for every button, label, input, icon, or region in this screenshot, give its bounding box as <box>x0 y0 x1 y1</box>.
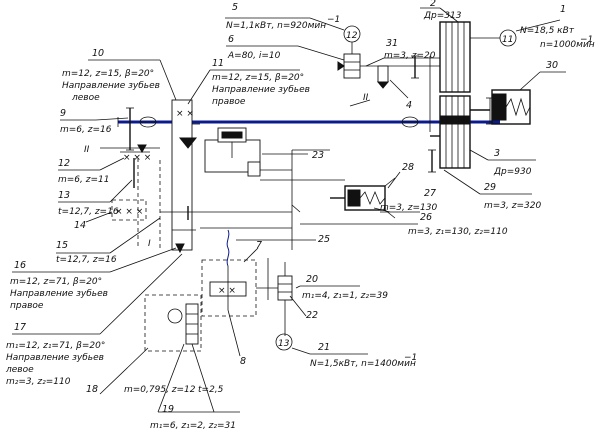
part-10-number: 10 <box>92 48 104 59</box>
part-9-spec: m=6, z=16 <box>60 125 112 135</box>
part-17-dir: Направление зубьев <box>6 353 104 363</box>
part-27-spec: m=3, z=130 <box>380 203 437 213</box>
shaft-label: II <box>363 93 369 103</box>
pulley-2 <box>439 21 471 93</box>
part-18-spec: m=0,795, z=12 <box>124 385 196 395</box>
part-26-number: 26 <box>420 212 432 223</box>
part-19-spec: m₁=6, z₁=2, z₂=31 <box>150 421 236 431</box>
part-13-number: 13 <box>58 190 70 201</box>
part-2-spec: Дp=313 <box>423 11 462 21</box>
bearing-icon <box>139 116 157 128</box>
part-2-number: 2 <box>430 0 436 9</box>
svg-text:× × ×: × × × <box>123 153 151 163</box>
part-11-dir: правое <box>212 97 246 107</box>
part-23-number: 23 <box>312 150 324 161</box>
part-31-spec: m=3, z=20 <box>384 51 436 61</box>
motor-12: 12 <box>343 25 361 43</box>
part-16-dir: Направление зубьев <box>10 289 108 299</box>
part-16-spec: m=12, z=71, β=20° <box>10 277 102 287</box>
unit-18 <box>144 294 202 352</box>
part-12-spec: m=6, z=11 <box>58 175 109 185</box>
part-30-number: 30 <box>546 60 558 71</box>
svg-text:× ×: × × <box>218 286 236 296</box>
motor-13: 13 <box>275 333 293 351</box>
part-10-dir: левое <box>71 93 100 103</box>
part-27-number: 27 <box>424 188 436 199</box>
part-18-spec: t=2,5 <box>198 385 224 395</box>
bearing-icon <box>401 116 419 128</box>
part-20-spec: m₁=4, z₁=1, z₂=39 <box>302 291 388 301</box>
gearbox-housing-10 <box>171 99 193 251</box>
part-17-spec: m₂=3, z₂=110 <box>6 377 71 387</box>
part-25-number: 25 <box>318 234 330 245</box>
part-7-number: 7 <box>256 240 262 251</box>
part-11-number: 11 <box>212 58 224 69</box>
part-20-number: 20 <box>306 274 318 285</box>
pulley-3 <box>428 95 471 173</box>
brake-30 <box>491 89 531 125</box>
part-3-spec: Дp=930 <box>493 167 532 177</box>
svg-text:−1: −1 <box>327 15 340 25</box>
part-8-number: 8 <box>240 356 246 367</box>
gear-unit-7 <box>201 259 257 317</box>
svg-text:12: 12 <box>346 31 358 41</box>
part-10-spec: m=12, z=15, β=20° <box>62 69 154 79</box>
part-16-number: 16 <box>14 260 26 271</box>
clutch-4 <box>376 65 390 89</box>
part-21-number: 21 <box>318 342 330 353</box>
part-5-number: 5 <box>232 2 238 13</box>
part-22-number: 22 <box>306 310 318 321</box>
shaft-label: I <box>148 239 151 249</box>
part-17-spec: m₁=12, z₁=71, β=20° <box>6 341 105 351</box>
part-3-number: 3 <box>494 148 500 159</box>
gear-19 <box>167 303 199 345</box>
part-13-spec: t=12,7, z=16 <box>58 207 119 217</box>
gear-12: × × × <box>120 144 151 163</box>
part-14-number: 14 <box>74 220 86 231</box>
part-4-number: 4 <box>406 100 412 111</box>
worm-reducer-6 <box>337 53 361 79</box>
part-31-number: 31 <box>386 38 398 49</box>
svg-text:−1: −1 <box>404 353 417 363</box>
part-26-spec: m=3, z₁=130, z₂=110 <box>408 227 508 237</box>
part-9-number: 9 <box>60 108 66 119</box>
chain-box-14 <box>111 199 147 221</box>
worm-gear-20 <box>277 275 293 301</box>
part-6-number: 6 <box>228 34 234 45</box>
svg-text:13: 13 <box>278 339 290 349</box>
part-11-spec: m=12, z=15, β=20° <box>212 73 304 83</box>
part-18-number: 18 <box>86 384 98 395</box>
part-15-spec: t=12,7, z=16 <box>56 255 117 265</box>
part-21-spec: N=1,5кВт, n=1400мин <box>310 359 416 369</box>
part-11-dir: Направление зубьев <box>212 85 310 95</box>
shaft-label: II <box>84 145 90 155</box>
part-6-spec: A=80, i=10 <box>227 51 281 61</box>
svg-text:× ×: × × <box>176 109 194 119</box>
part-29-spec: m=3, z=320 <box>484 201 541 211</box>
part-29-number: 29 <box>484 182 496 193</box>
part-16-dir: правое <box>10 301 44 311</box>
part-28-number: 28 <box>402 162 414 173</box>
part-5-spec: N=1,1кВт, n=920мин <box>226 21 326 31</box>
shaft-25 <box>226 229 230 267</box>
part-10-dir: Направление зубьев <box>62 81 160 91</box>
motor-11: 11 <box>499 29 517 47</box>
part-15-number: 15 <box>56 240 68 251</box>
part-17-number: 17 <box>14 322 26 333</box>
part-12-number: 12 <box>58 158 70 169</box>
part-1-spec: N=18,5 кВт <box>520 26 575 36</box>
part-1-spec: n=1000мин <box>540 40 595 50</box>
part-19-number: 19 <box>162 404 174 415</box>
part-17-dir: левое <box>5 365 34 375</box>
svg-text:× × ×: × × × <box>115 207 143 217</box>
svg-text:−1: −1 <box>580 35 593 45</box>
part-1-number: 1 <box>560 4 566 15</box>
svg-text:11: 11 <box>502 35 513 45</box>
